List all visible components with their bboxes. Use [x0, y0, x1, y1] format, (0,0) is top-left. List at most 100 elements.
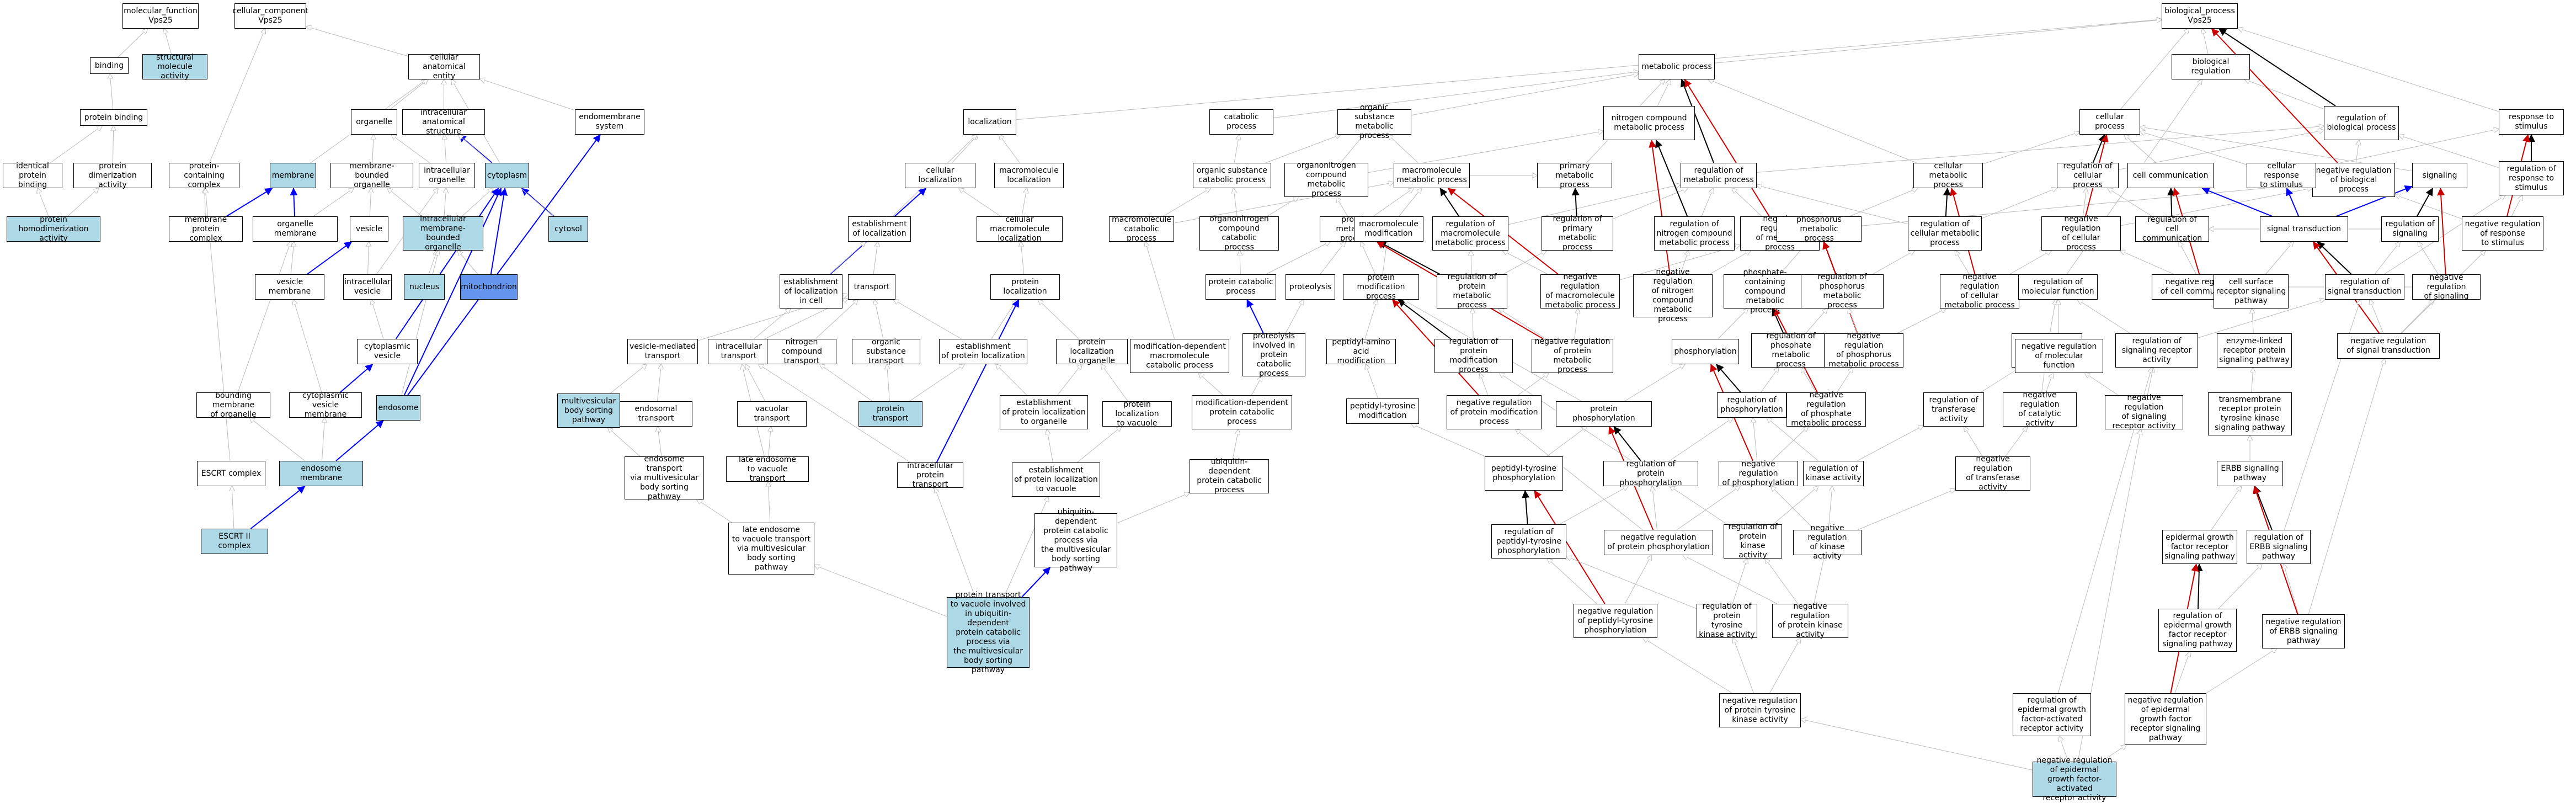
- go-term-egfr: epidermal growth factor receptor signali…: [2162, 530, 2237, 564]
- edge-egfr-to-erbb: [2211, 486, 2241, 530]
- edge-protloc2vac-to-protloc2org: [1101, 364, 1128, 402]
- go-term-negregegfr: negative regulation of epidermal growth …: [2125, 693, 2206, 745]
- go-term-orgsubmet: organic substance metabolic process: [1337, 103, 1411, 140]
- go-term-intraorg: intracellular organelle: [419, 163, 475, 188]
- edge-negregmet-to-regmet: [1732, 188, 1762, 217]
- go-term-protmod: protein modification process: [1343, 273, 1419, 301]
- go-term-primarymet: primary metabolic process: [1537, 162, 1612, 189]
- edge-cellprocess-to-bp: [2120, 29, 2189, 110]
- edge-regprotphos-to-protphos: [1613, 426, 1641, 461]
- go-term-moddepprotcat: modification-dependent protein catabolic…: [1192, 395, 1292, 429]
- edge-regprimmet-to-primarymet: [1571, 188, 1580, 217]
- go-term-estprotloc2vac: establishment of protein localization to…: [1012, 462, 1100, 497]
- edge-cellresponse-to-response: [2316, 129, 2499, 168]
- edge-regcellcomm-to-cellcomm: [2167, 188, 2175, 217]
- go-term-negregerbb: negative regulation of ERBB signaling pa…: [2262, 614, 2345, 648]
- edge-negregcellprocess-to-regcellprocess: [2083, 188, 2087, 217]
- edge-protmet-to-orgnitrocat: [1336, 197, 1348, 217]
- edge-endosome-to-endomem: [407, 134, 601, 396]
- go-term-protloc2vac: protein localization to vacuole: [1102, 400, 1172, 428]
- edge-regbioprocess-to-bp: [2218, 28, 2336, 107]
- go-term-boundingmem: bounding membrane of organelle: [196, 391, 270, 419]
- go-term-negregbioprocess: negative regulation of biological proces…: [2312, 163, 2395, 197]
- edge-negregphosmet-to-negregcellmet: [1897, 309, 1946, 334]
- edge-endo2mvb-to-endotransport: [658, 427, 662, 457]
- edge-orgsubcat-to-catabolic: [1234, 135, 1239, 163]
- go-term-identical: identical protein binding: [3, 162, 62, 189]
- go-term-macrolocalization: macromolecule localization: [994, 163, 1064, 188]
- go-term-cytoplasm: cytoplasm: [485, 163, 529, 188]
- edge-target-to-lateendomvb: [814, 565, 947, 617]
- go-term-negregcellprocess: negative regulation of cellular process: [2041, 215, 2121, 252]
- edge-negregprotkinase-to-negregkinase: [1814, 555, 1825, 604]
- go-term-nitrotransport: nitrogen compound transport: [767, 338, 836, 365]
- edge-regsignalrecept-to-regmolfunc: [2078, 300, 2131, 334]
- edge-peptidylaa-to-protmod: [1364, 300, 1377, 339]
- go-term-endomem: endomembrane system: [575, 109, 644, 135]
- go-term-bp: biological_process Vps25: [2162, 3, 2238, 29]
- edge-mito-to-cytoplasm: [490, 188, 508, 275]
- go-term-transmemrtk: transmembrane receptor protein tyrosine …: [2208, 392, 2292, 435]
- go-term-estprotloc: establishment of protein localization: [939, 339, 1027, 364]
- go-term-regegfr: regulation of epidermal growth factor re…: [2158, 609, 2237, 652]
- go-term-final: negative regulation of epidermal growth …: [2033, 756, 2116, 802]
- edge-protlocalization-to-cellmacroloc: [1021, 242, 1025, 275]
- edge-mito-to-intramemorg: [458, 251, 478, 275]
- edge-orgsubtransport-to-transport: [874, 300, 884, 339]
- go-term-orgsubtransport: organic substance transport: [852, 338, 920, 365]
- go-term-proteolysiscat: proteolysis involved in protein cataboli…: [1242, 332, 1305, 378]
- edge-negregcellcomm-to-regcellcomm: [2179, 242, 2197, 275]
- edge-cellmacroloc-to-celllocalization: [959, 188, 1001, 217]
- go-term-regsignalrecept: regulation of signaling receptor activit…: [2115, 333, 2198, 368]
- go-term-vesicle: vesicle: [350, 216, 388, 242]
- edge-transmemrtk-to-enzymelinked: [2252, 368, 2253, 393]
- go-term-regprotmod: regulation of protein modification proce…: [1434, 337, 1513, 374]
- edge-intramemorg-to-intraorg: [444, 188, 446, 217]
- go-term-regphosmet: regulation of phosphorus metabolic proce…: [1801, 273, 1884, 310]
- edge-orgnitrocatab-to-orgnitrocat: [1267, 197, 1298, 217]
- go-term-regprimmet: regulation of primary metabolic process: [1542, 215, 1613, 252]
- edge-negregresponse-to-negregbioprocess: [2395, 195, 2462, 219]
- edge-protloc2org-to-protlocalization: [1038, 300, 1079, 339]
- go-term-regtransferase: regulation of transferase activity: [1923, 392, 1984, 427]
- edge-intratransport-to-estlocincell: [754, 309, 791, 339]
- go-term-regphosphatemet: regulation of phosphate metabolic proces…: [1751, 332, 1831, 369]
- edge-organelle-to-cae: [390, 79, 428, 110]
- edge-negregmacromet-to-negregmet: [1619, 245, 1740, 280]
- go-term-regegfractivity: regulation of epidermal growth factor-ac…: [2013, 693, 2091, 736]
- edge-regegfr-to-egfr: [2195, 563, 2203, 609]
- edge-identical-to-protbinding: [50, 126, 102, 163]
- edge-intraprottransport-to-intratransport: [759, 364, 911, 463]
- go-term-negregprotmet: negative regulation of protein metabolic…: [1532, 337, 1613, 374]
- edge-signaltrans-to-cellresponse: [2286, 188, 2300, 217]
- edge-ubimvb-to-ubidepprotcat: [1117, 493, 1190, 524]
- go-term-negregpeptidyltyrphos: negative regulation of peptidyl-tyrosine…: [1574, 604, 1657, 638]
- edge-escrt2-to-escrt: [232, 486, 234, 529]
- edge-boundingmem-to-organellemem: [237, 242, 291, 393]
- edge-negregerbb-to-regerbb: [2284, 564, 2299, 615]
- edge-regcellmet-to-regcellprocess: [1981, 188, 2057, 219]
- edge-enzymelinked-to-cellsurface: [2252, 309, 2254, 334]
- go-term-negregprotmod: negative regulation of protein modificat…: [1447, 395, 1542, 429]
- edge-regprotmod-to-protmod: [1398, 299, 1451, 339]
- go-term-negregphos: negative regulation of phosphorylation: [1719, 460, 1798, 487]
- go-term-regsignaltrans: regulation of signal transduction: [2325, 274, 2404, 300]
- edge-homodimer-to-identical: [38, 188, 49, 217]
- edge-cellmet-to-metabolic: [1708, 79, 1917, 163]
- edge-negregprotmet-to-negregmacromet: [1574, 309, 1578, 339]
- edge-target-to-intraprottransport: [935, 488, 975, 598]
- go-term-endo2mvb: endosome transport via multivesicular bo…: [625, 455, 704, 501]
- edge-regcatalytic-to-regmolfunc: [2049, 300, 2056, 334]
- edge-peptidyltyrphos-to-peptidyltyrmod: [1411, 424, 1485, 457]
- go-term-negregcellmet: negative regulation of cellular metaboli…: [1940, 273, 2019, 310]
- go-term-cc: cellular_component Vps25: [232, 3, 308, 29]
- edge-negregphosphatemet-to-negregphosmet: [1837, 368, 1853, 393]
- go-term-homodimer: protein homodimerization activity: [7, 215, 100, 243]
- go-term-endosomemem: endosome membrane: [279, 461, 363, 486]
- edge-ubidepprotcat-to-moddepprotcat: [1232, 429, 1239, 460]
- edge-regphos-to-regphosphatemet: [1761, 368, 1778, 393]
- edge-intraprottransport-to-protlocalization: [936, 299, 1020, 463]
- edge-negregkinase-to-regkinase: [1828, 486, 1832, 530]
- edge-macrolocalization-to-localization: [999, 135, 1020, 163]
